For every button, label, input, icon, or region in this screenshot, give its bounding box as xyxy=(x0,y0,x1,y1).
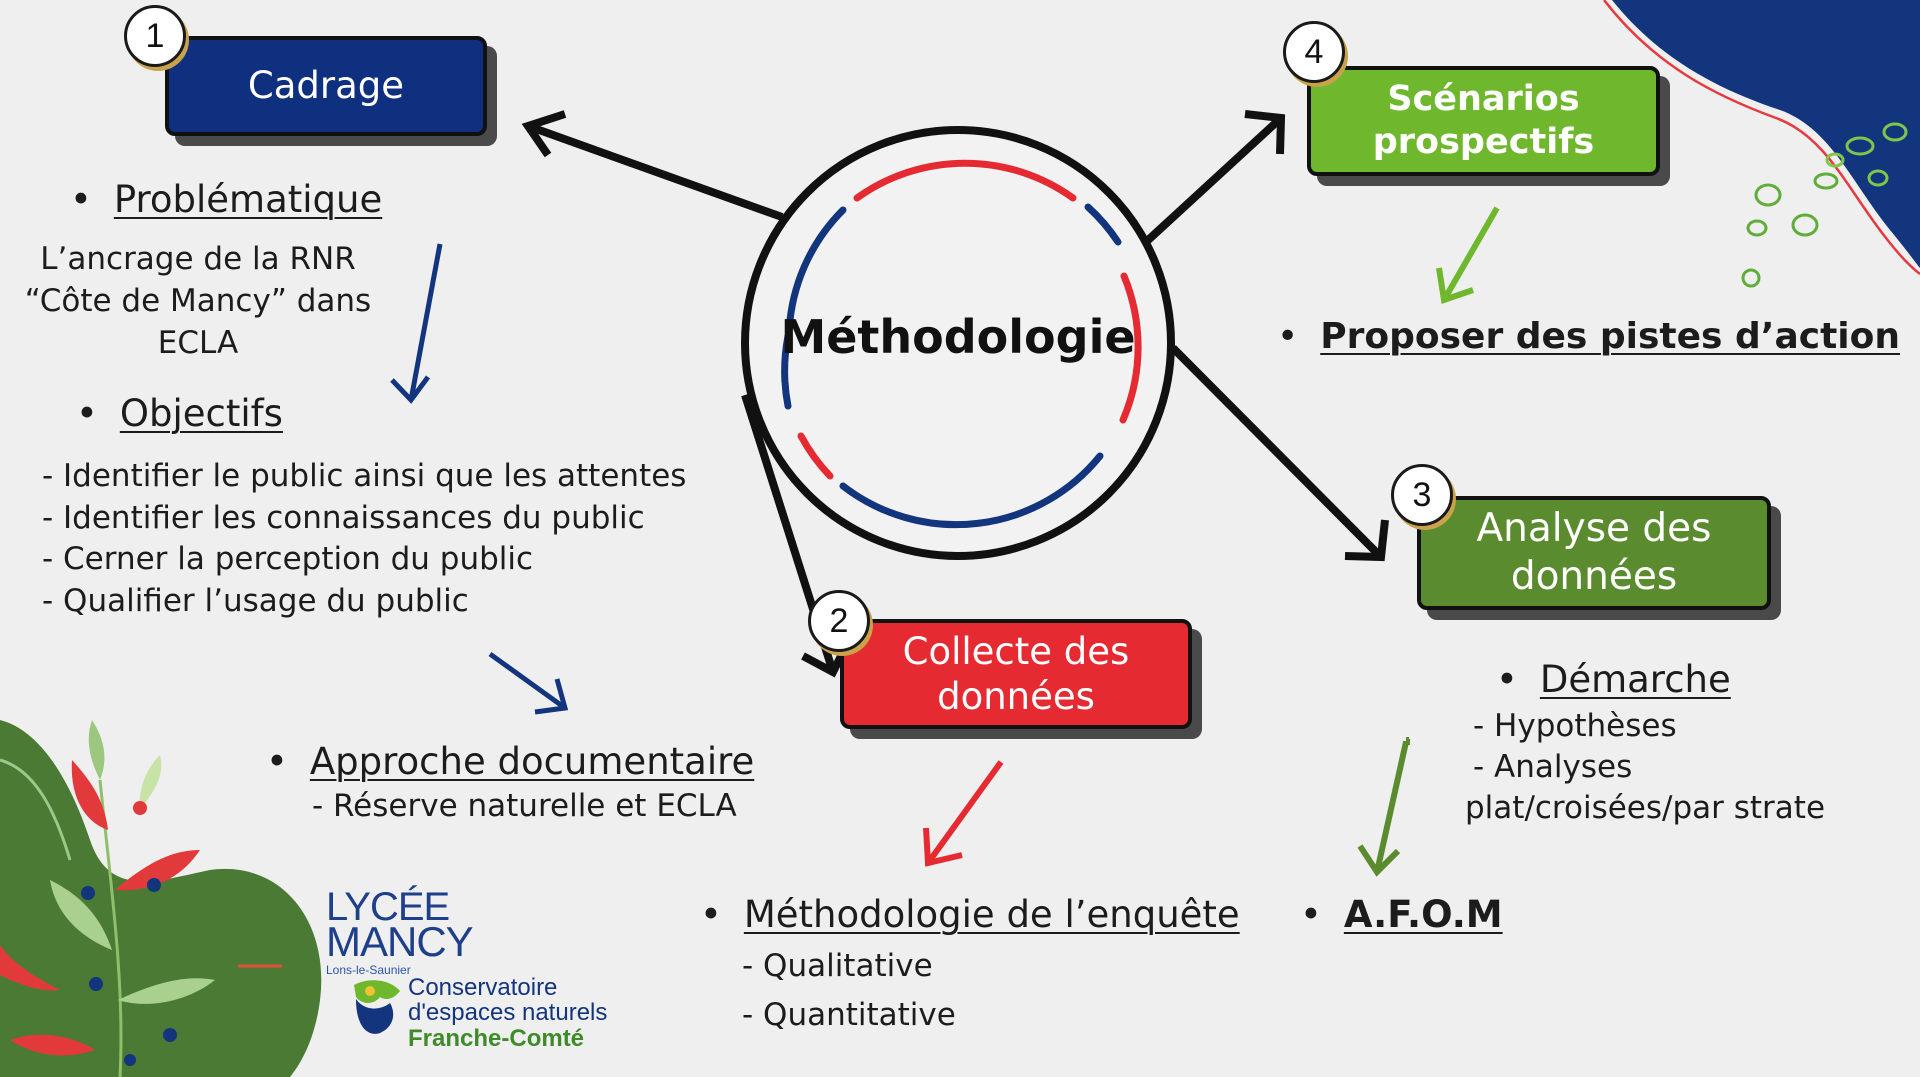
bullet-dot: • xyxy=(1496,658,1518,701)
cen-logo-mark-icon xyxy=(354,980,400,1034)
arrow-collecte-methodologie xyxy=(925,760,1004,865)
step-scenarios-box: Scénarios prospectifs xyxy=(1307,66,1660,176)
pistes-heading-text: Proposer des pistes d’action xyxy=(1320,316,1900,357)
objectif-item: - Identifier les connaissances du public xyxy=(42,499,645,536)
step-2-badge: 2 xyxy=(808,590,870,652)
problematique-heading-text: Problématique xyxy=(113,178,383,221)
objectif-item: - Qualifier l’usage du public xyxy=(42,582,469,619)
problematique-text: L’ancrage de la RNR “Côte de Mancy” dans… xyxy=(18,238,378,364)
demarche-list: - Hypothèses - Analyses plat/croisées/pa… xyxy=(1465,706,1825,829)
bullet-dot: • xyxy=(266,740,288,783)
problematique-line-2: “Côte de Mancy” dans xyxy=(24,283,372,319)
lycee-logo-line1: LYCÉE xyxy=(326,885,450,929)
step-analyse-title-line1: Analyse des xyxy=(1476,506,1712,552)
arrow-objectifs-approche xyxy=(488,651,567,711)
cen-logo-line1: Conservatoire xyxy=(408,974,558,1001)
lycee-logo-line3: Lons-le-Saunier xyxy=(326,962,411,977)
cen-logo-line3: Franche-Comté xyxy=(408,1024,585,1052)
step-scenarios-title-line1: Scénarios xyxy=(1387,79,1580,120)
step-collecte-title-line1: Collecte des xyxy=(902,629,1130,673)
step-1-badge: 1 xyxy=(124,5,186,67)
demarche-item: - Analyses xyxy=(1473,749,1633,785)
enquete-list: - Qualitative - Quantitative xyxy=(742,942,956,1040)
arrow-problematique-objectifs xyxy=(408,243,443,401)
step-scenarios-title-line2: prospectifs xyxy=(1372,122,1595,162)
enquete-item: - Qualitative xyxy=(742,948,933,984)
cen-logo-line2: d'espaces naturels xyxy=(408,999,608,1027)
demarche-item: plat/croisées/par strate xyxy=(1465,790,1826,826)
enquete-heading-text: Méthodologie de l’enquête xyxy=(743,893,1240,936)
step-collecte-title-line2: données xyxy=(937,675,1095,718)
lycee-mancy-logo: LYCÉE MANCY Lons-le-Saunier xyxy=(326,885,476,977)
arrow-to-analyse xyxy=(1170,345,1384,560)
cen-logo-text: Conservatoire d'espaces naturels Franche… xyxy=(408,974,608,1052)
problematique-line-1: L’ancrage de la RNR xyxy=(40,241,356,277)
bullet-dot: • xyxy=(70,178,92,221)
objectifs-heading-text: Objectifs xyxy=(119,392,283,435)
lycee-logo-line2: MANCY xyxy=(326,918,474,966)
step-analyse-box: Analyse des données xyxy=(1417,496,1771,610)
objectif-item: - Identifier le public ainsi que les att… xyxy=(42,458,687,494)
step-cadrage-box: Cadrage xyxy=(165,36,487,136)
step-analyse-title-line2: données xyxy=(1510,554,1678,599)
pistes-heading: • Proposer des pistes d’action xyxy=(1277,316,1900,357)
enquete-item: - Quantitative xyxy=(742,997,956,1033)
problematique-heading: • Problématique xyxy=(70,178,382,221)
approche-item: - Réserve naturelle et ECLA xyxy=(312,788,737,824)
approche-heading-text: Approche documentaire xyxy=(309,740,755,783)
bullet-dot: • xyxy=(1300,893,1322,936)
bullet-dot: • xyxy=(700,893,722,936)
arrow-scenarios-to-pistes xyxy=(1441,206,1500,302)
center-circle xyxy=(741,126,1175,560)
arrow-to-scenarios xyxy=(1143,115,1284,245)
step-4-badge: 4 xyxy=(1283,21,1345,83)
objectif-item: - Cerner la perception du public xyxy=(42,541,534,577)
demarche-item: - Hypothèses xyxy=(1473,708,1677,744)
objectifs-heading: • Objectifs xyxy=(76,392,283,435)
arrow-demarche-to-afom xyxy=(1374,741,1409,873)
arrow-to-cadrage xyxy=(526,122,784,221)
bullet-dot: • xyxy=(76,392,98,435)
problematique-line-3: ECLA xyxy=(157,325,239,361)
approche-heading: • Approche documentaire xyxy=(266,740,754,783)
bullet-dot: • xyxy=(1277,316,1299,357)
step-3-badge: 3 xyxy=(1391,464,1453,526)
center-title: Méthodologie xyxy=(780,310,1136,364)
afom-heading-text: A.F.O.M xyxy=(1343,893,1503,936)
afom-heading: • A.F.O.M xyxy=(1300,893,1503,936)
demarche-heading: • Démarche xyxy=(1496,658,1731,701)
enquete-heading: • Méthodologie de l’enquête xyxy=(700,893,1240,936)
demarche-heading-text: Démarche xyxy=(1539,658,1731,701)
step-cadrage-title: Cadrage xyxy=(247,64,405,108)
step-collecte-box: Collecte des données xyxy=(840,619,1192,729)
objectifs-list: - Identifier le public ainsi que les att… xyxy=(42,456,686,622)
